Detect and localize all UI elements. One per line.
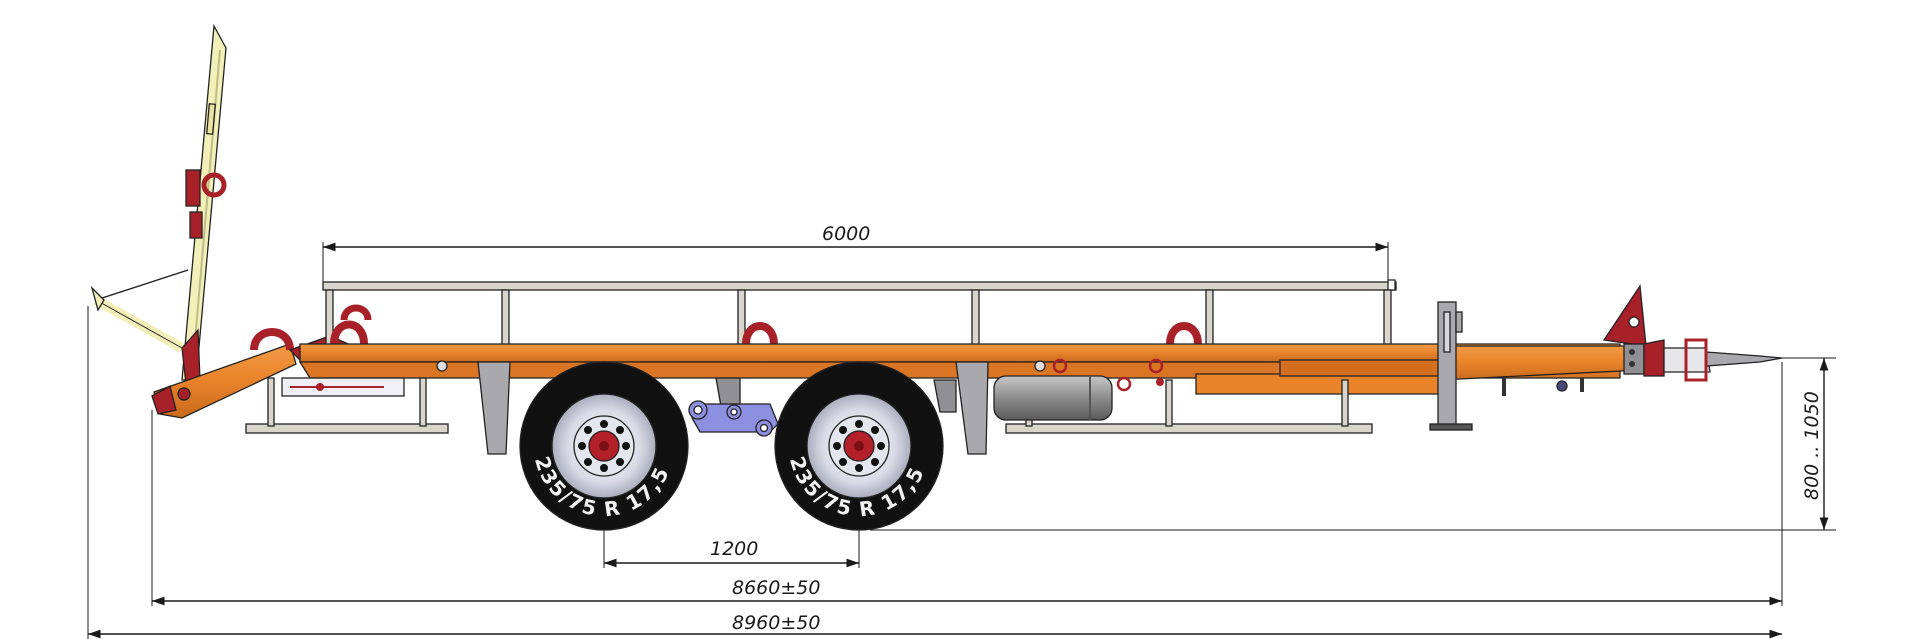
dim-label-body-length: 8660±50 [732, 577, 820, 599]
dimension-coupling-height: 800 .. 1050 [870, 357, 1836, 531]
dimension-body-length: 8660±50 [151, 362, 1783, 606]
loading-ramp [90, 23, 372, 419]
dim-label-wheelbase: 1200 [710, 538, 758, 560]
lower-side-guards [245, 377, 1373, 434]
dim-label-coupling-height: 800 .. 1050 [1801, 391, 1823, 500]
dimension-platform-length: 6000 [322, 223, 1389, 290]
air-tank [993, 375, 1113, 421]
front-wheel: 235/75 R 17,5 [519, 361, 689, 531]
bogie-suspension [688, 400, 779, 437]
dim-label-overall-length: 8960±50 [732, 612, 820, 634]
support-leg [1429, 301, 1584, 431]
rear-wheel: 235/75 R 17,5 [774, 361, 944, 531]
drawbar-coupling [1602, 284, 1783, 382]
dimension-overall-length: 8960±50 [87, 306, 1782, 639]
side-railing [322, 279, 1397, 349]
dim-label-platform-length: 6000 [822, 223, 870, 245]
fender-brackets [477, 361, 989, 455]
